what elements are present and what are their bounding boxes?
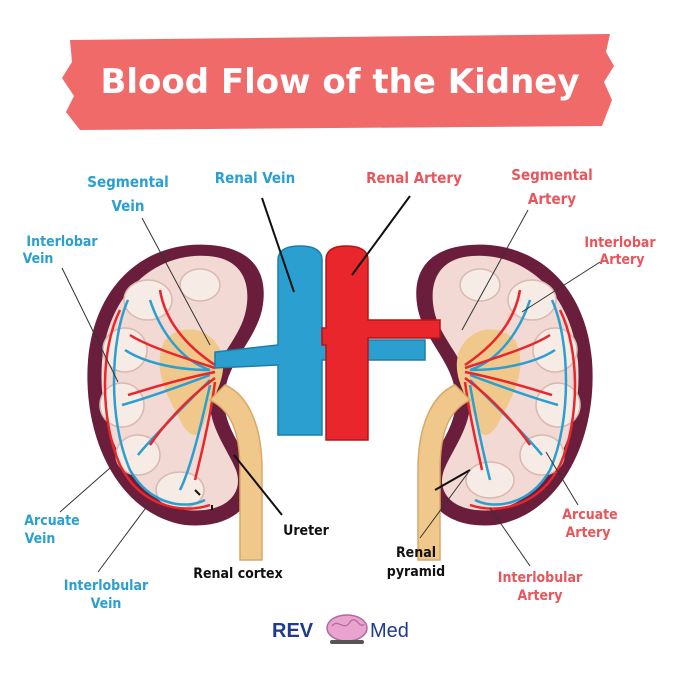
label-interlobular-vein: Interlobular Vein [64, 578, 149, 612]
label-interlobular-artery: Interlobular Artery [498, 570, 583, 604]
svg-text:Artery: Artery [528, 190, 576, 208]
svg-text:Artery: Artery [600, 252, 645, 268]
label-renal-vein: Renal Vein [215, 169, 296, 187]
page-title: Blood Flow of the Kidney [100, 62, 579, 102]
svg-text:Artery: Artery [566, 525, 611, 541]
svg-text:Vein: Vein [25, 531, 56, 547]
right-ureter [417, 384, 472, 561]
brain-logo-icon [326, 614, 368, 644]
label-arcuate-vein: Arcuate Vein [24, 513, 79, 547]
svg-text:Vein: Vein [91, 596, 122, 612]
label-interlobar-artery: Interlobar Artery [584, 235, 656, 268]
logo-rev-text: REV [272, 620, 314, 642]
svg-text:Interlobular: Interlobular [498, 570, 583, 586]
banner-brush [62, 34, 614, 130]
pointer-lines [194, 195, 471, 516]
logo-med-text: Med [370, 620, 409, 642]
label-renal-artery: Renal Artery [366, 169, 462, 187]
svg-text:Arcuate: Arcuate [562, 507, 617, 523]
label-ureter: Ureter [283, 523, 330, 539]
label-renal-cortex: Renal cortex [193, 566, 282, 582]
label-segmental-artery: Segmental Artery [511, 166, 593, 208]
title-banner: Blood Flow of the Kidney [62, 34, 614, 130]
left-veins [112, 299, 212, 506]
svg-text:Renal: Renal [396, 545, 436, 561]
left-ureter [208, 384, 263, 561]
renal-vein [214, 245, 426, 436]
svg-text:pyramid: pyramid [387, 564, 445, 580]
svg-text:Vein: Vein [111, 197, 144, 215]
svg-text:Artery: Artery [518, 588, 563, 604]
renal-artery [321, 245, 441, 441]
svg-text:Interlobular: Interlobular [64, 578, 149, 594]
label-arcuate-artery: Arcuate Artery [562, 507, 617, 541]
svg-text:Interlobar: Interlobar [584, 235, 656, 251]
left-kidney [87, 244, 264, 561]
svg-text:Vein: Vein [23, 251, 54, 267]
label-renal-pyramid: Renal pyramid [387, 545, 445, 580]
svg-text:Segmental: Segmental [87, 173, 169, 191]
thin-pointer-lines [59, 209, 601, 573]
label-segmental-vein: Segmental Vein [87, 173, 169, 215]
left-arteries [103, 289, 217, 510]
svg-text:Interlobar: Interlobar [26, 234, 98, 250]
label-interlobar-vein: Interlobar Vein [23, 234, 99, 267]
svg-text:Arcuate: Arcuate [24, 513, 79, 529]
right-arteries [463, 289, 577, 510]
svg-text:Segmental: Segmental [511, 166, 593, 184]
revmed-logo: REV Med [272, 614, 409, 644]
